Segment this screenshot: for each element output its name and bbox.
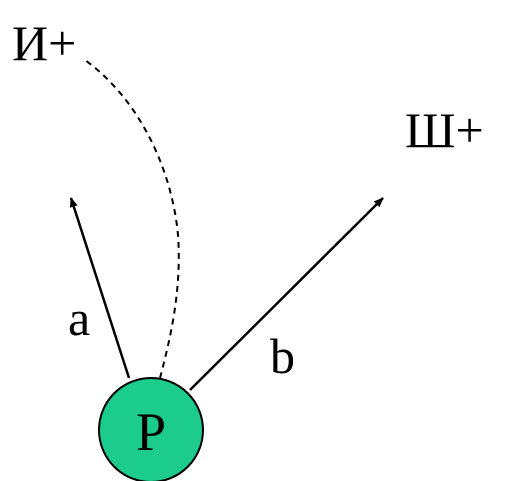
label-i-plus: И+ [12, 15, 76, 71]
node-p-label: P [136, 402, 166, 462]
node-p-circle [98, 377, 204, 481]
vector-b-arrow [189, 197, 384, 391]
label-vector-b: b [270, 328, 295, 384]
label-sh-plus: Ш+ [405, 102, 484, 158]
label-vector-a: a [68, 290, 90, 346]
dashed-path-to-i [84, 59, 180, 379]
vector-a-arrow [69, 197, 131, 379]
